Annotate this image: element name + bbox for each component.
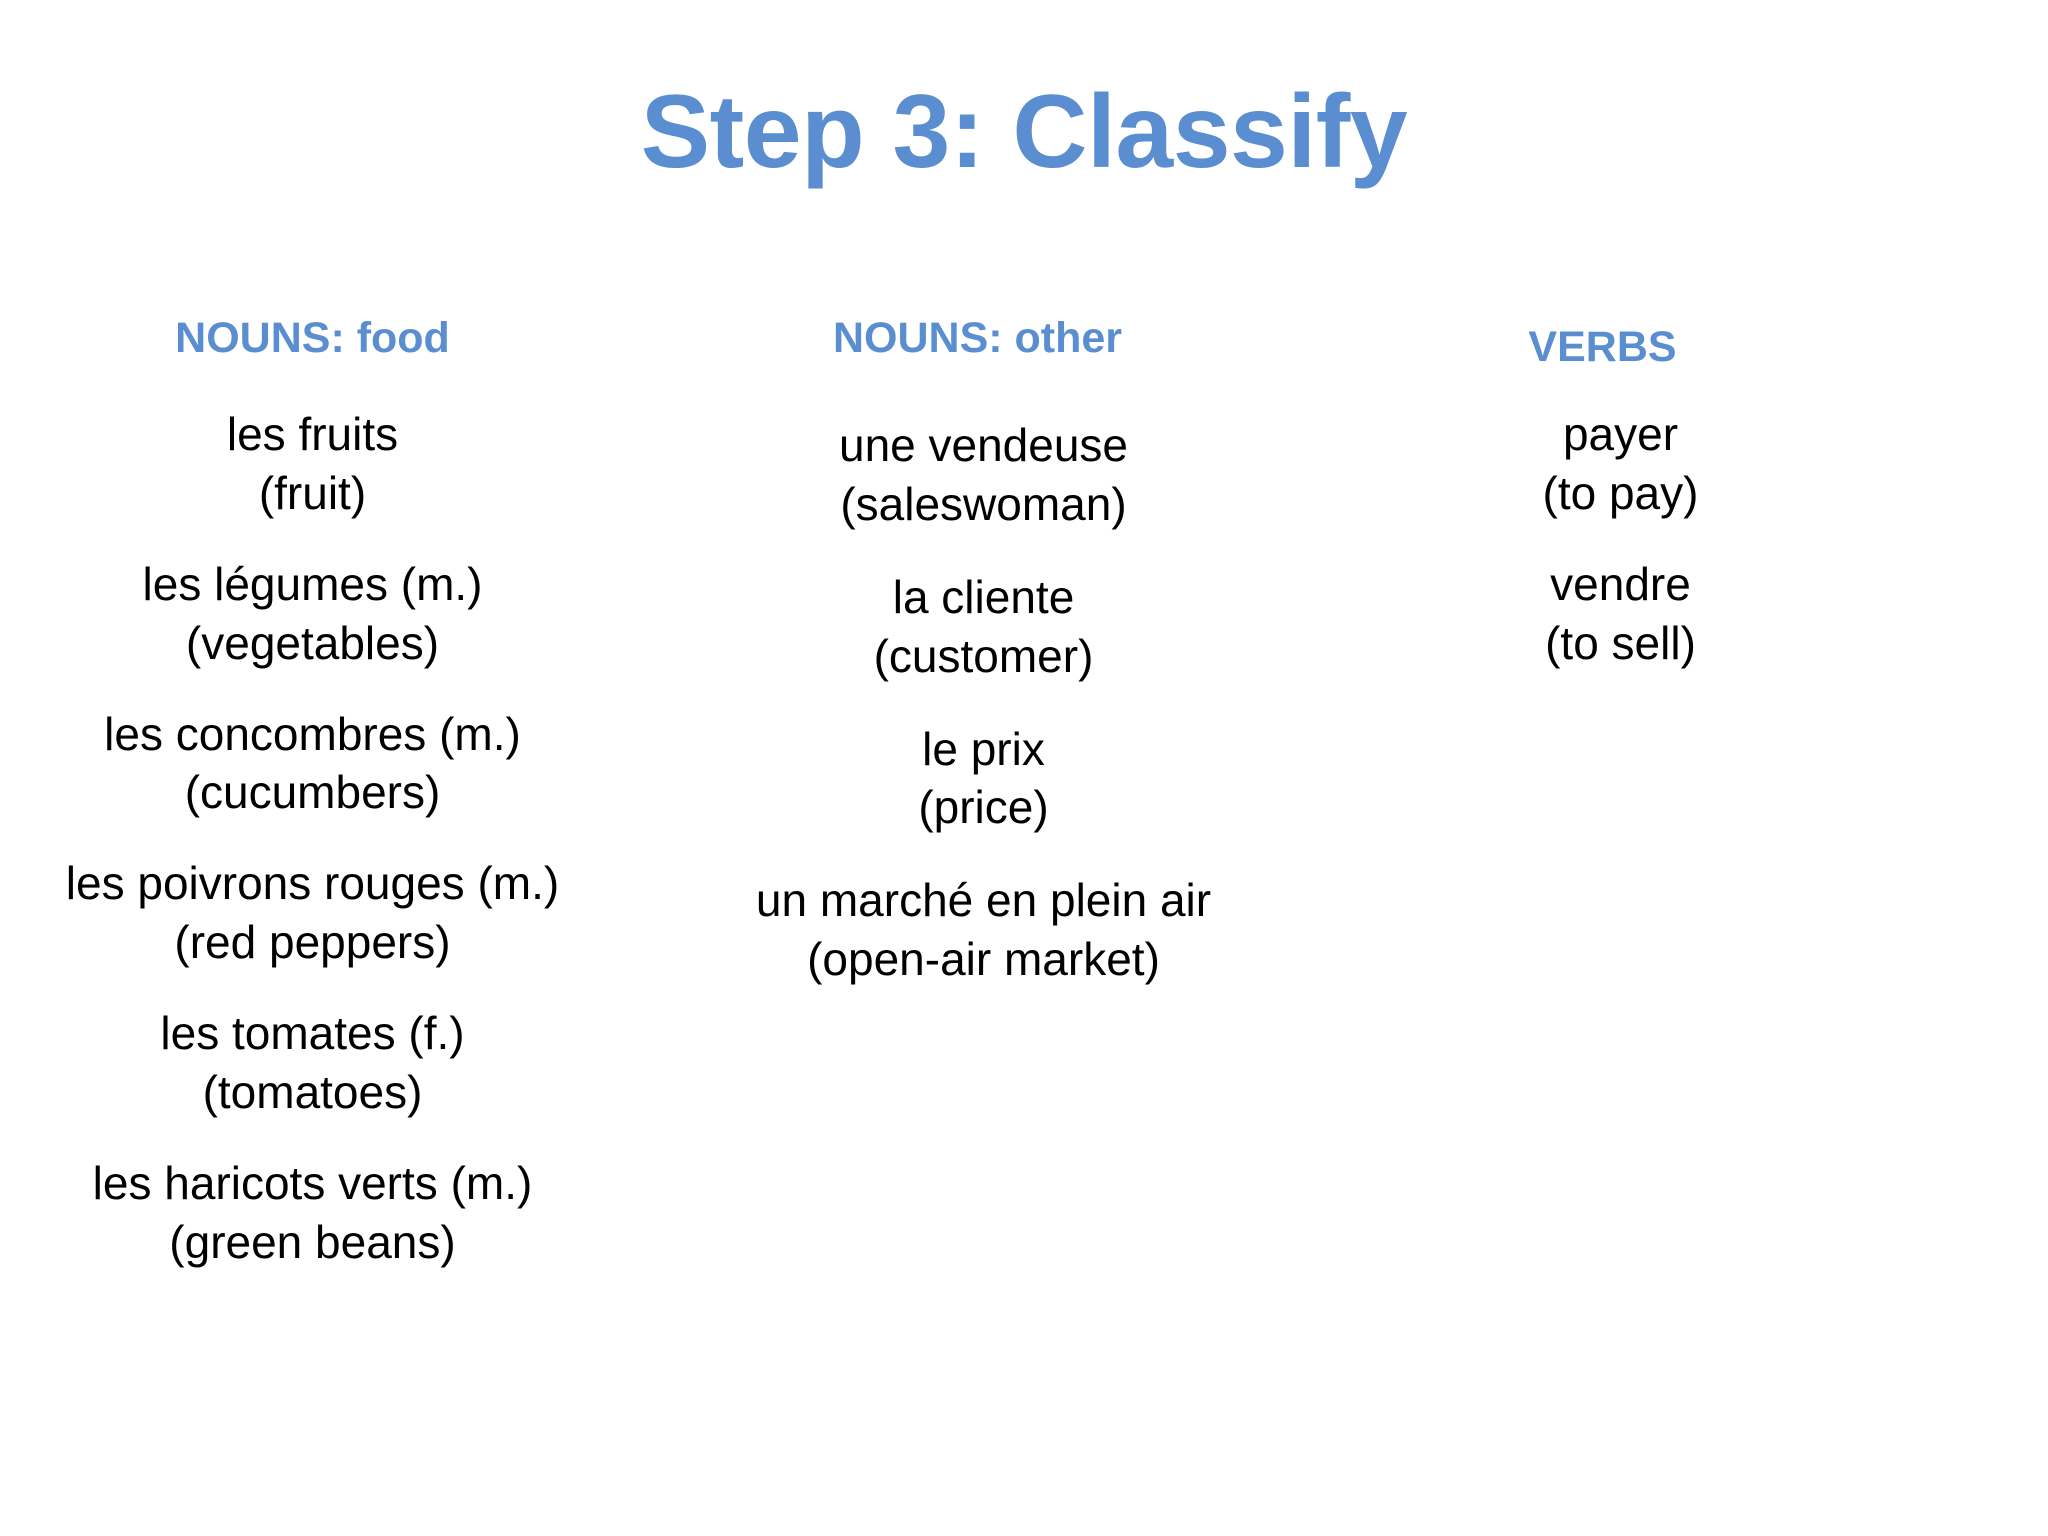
vocabulary-entry: un marché en plein air (open-air market): [706, 871, 1261, 989]
vocabulary-entry: les poivrons rouges (m.) (red peppers): [40, 854, 585, 972]
vocabulary-entry: payer (to pay): [1418, 405, 1823, 523]
entry-gloss: (cucumbers): [184, 766, 441, 819]
entry-term: les poivrons rouges (m.): [65, 857, 560, 910]
entry-term: les fruits: [226, 408, 399, 460]
entry-gloss: (red peppers): [174, 916, 451, 969]
entry-term: une vendeuse: [838, 419, 1129, 471]
entry-list-verbs: payer (to pay) vendre (to sell): [1400, 405, 1823, 673]
entry-term: le prix: [922, 722, 1045, 775]
entry-list-nouns-other: une vendeuse (saleswoman) la cliente (cu…: [700, 416, 1261, 989]
entry-term: les légumes (m.): [142, 557, 483, 610]
vocabulary-entry: les fruits (fruit): [40, 405, 585, 523]
entry-term: les concombres (m.): [104, 707, 521, 760]
vocabulary-entry: les haricots verts (m.) (green beans): [40, 1154, 585, 1272]
entry-gloss: (open-air market): [807, 933, 1160, 986]
page-title: Step 3: Classify: [640, 74, 1408, 190]
entry-term: payer: [1562, 408, 1679, 460]
entry-gloss: (to pay): [1542, 466, 1699, 519]
vocabulary-entry: vendre (to sell): [1418, 555, 1823, 673]
entry-term: vendre: [1550, 557, 1691, 610]
vocabulary-entry: une vendeuse (saleswoman): [706, 416, 1261, 534]
entry-term: un marché en plein air: [755, 874, 1212, 927]
entry-term: les haricots verts (m.): [92, 1156, 533, 1209]
entry-gloss: (tomatoes): [202, 1065, 423, 1118]
entry-gloss: (price): [918, 781, 1049, 834]
vocabulary-entry: les concombres (m.) (cucumbers): [40, 705, 585, 823]
entry-gloss: (saleswoman): [840, 477, 1127, 530]
entry-gloss: (green beans): [169, 1215, 456, 1268]
entry-gloss: (fruit): [258, 466, 367, 519]
vocabulary-entry: le prix (price): [706, 720, 1261, 838]
vocabulary-entry: les légumes (m.) (vegetables): [40, 555, 585, 673]
entry-gloss: (vegetables): [185, 616, 440, 669]
vocabulary-entry: les tomates (f.) (tomatoes): [40, 1004, 585, 1122]
column-header-nouns-food: NOUNS: food: [175, 314, 450, 362]
entry-list-nouns-food: les fruits (fruit) les légumes (m.) (veg…: [40, 405, 585, 1272]
entry-term: la cliente: [892, 570, 1075, 623]
entry-gloss: (to sell): [1545, 616, 1696, 669]
vocabulary-entry: la cliente (customer): [706, 568, 1261, 686]
entry-term: les tomates (f.): [160, 1007, 465, 1059]
column-header-verbs: VERBS: [1528, 323, 1677, 371]
column-header-nouns-other: NOUNS: other: [832, 314, 1123, 362]
entry-gloss: (customer): [873, 629, 1094, 682]
